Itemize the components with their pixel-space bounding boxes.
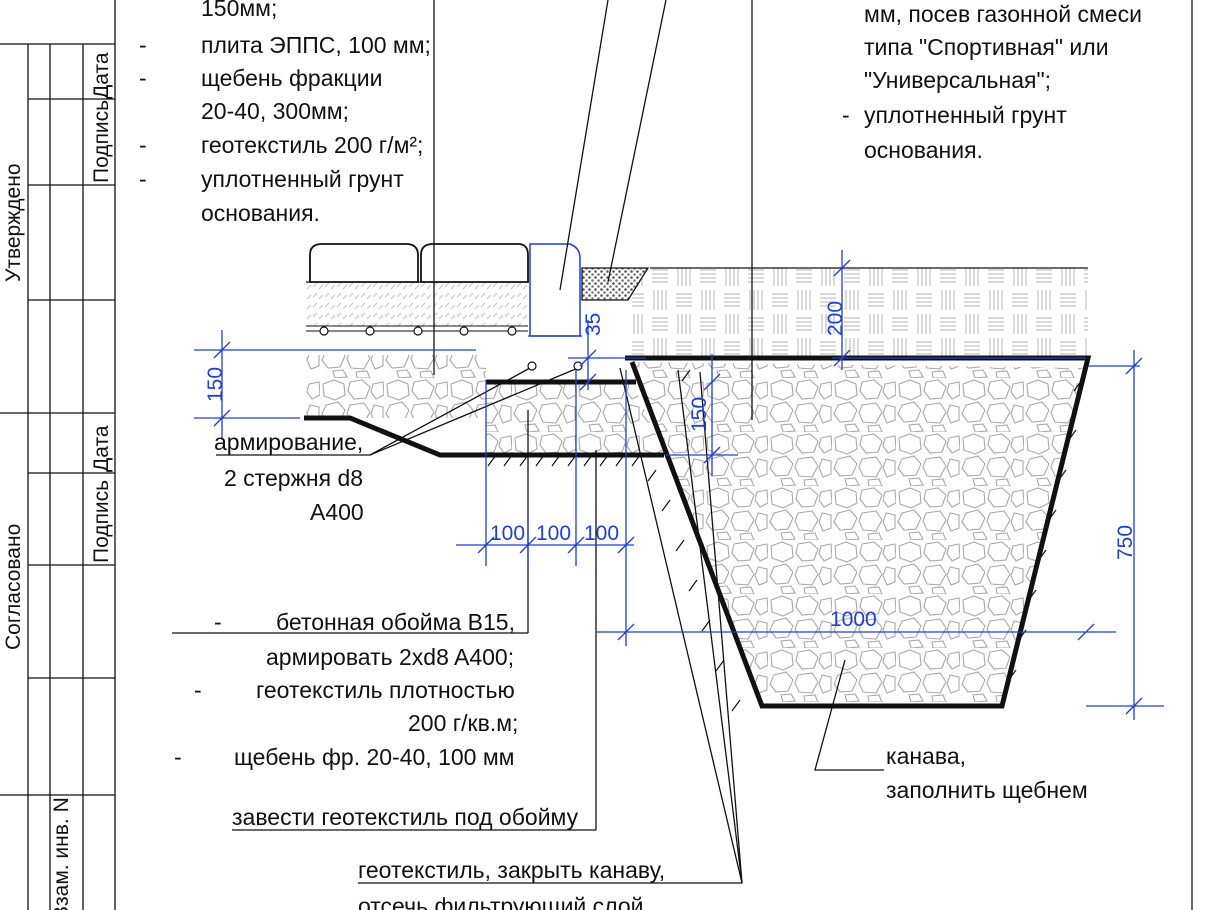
dim-100-c: 100 (584, 522, 619, 545)
frame-spec-line-4: 200 г/кв.м; (408, 710, 518, 736)
ditch-note: канава, заполнить щебнем (886, 743, 1088, 803)
date-label-1: Дата (90, 52, 113, 99)
paving-stones (309, 243, 529, 283)
reinforcement-line-3: A400 (310, 499, 364, 525)
left-spec-line-6: уплотненный грунт (201, 166, 404, 192)
right-spec-line-5: основания. (864, 137, 983, 163)
reinforcement-line-2: 2 стержня d8 (224, 465, 363, 491)
title-block (0, 0, 116, 910)
date-label-2: Дата (90, 425, 113, 472)
approved-label: Утверждено (2, 164, 25, 283)
signature-label-2: Подпись (90, 480, 113, 563)
left-spec-line-7: основания. (201, 200, 320, 226)
agreed-label: Согласовано (2, 524, 25, 650)
paving-sand-layer (306, 281, 528, 327)
frame-spec-line-2: армировать 2xd8 A400; (266, 644, 514, 670)
left-spec-line-5: геотекстиль 200 г/м²; (201, 132, 423, 158)
left-spec-line-1: 150мм; (201, 0, 277, 21)
dim-750: 750 (1114, 525, 1137, 560)
dim-1000: 1000 (830, 608, 877, 631)
insulation-board-rebar (306, 326, 528, 336)
dim-150-left: 150 (204, 367, 227, 402)
tile-layer (632, 267, 1088, 358)
right-spec-dash-4: - (842, 102, 850, 128)
left-spec-line-3: щебень фракции (201, 65, 382, 91)
leader-lines (172, 0, 884, 884)
reinforcement-line-1: армирование, (214, 429, 363, 455)
geotextile-ditch-note: геотекстиль, закрыть канаву, отсечь филь… (358, 857, 665, 910)
right-spec-line-3: "Универсальная"; (864, 67, 1051, 93)
frame-spec-dash-5: - (174, 744, 182, 770)
concrete-haunch (581, 267, 650, 301)
dim-100-a: 100 (490, 522, 525, 545)
ditch-line-1: канава, (886, 743, 966, 769)
signature-label-1: Подпись (90, 100, 113, 183)
dimension-lines (194, 250, 1164, 720)
right-spec-line-1: мм, посев газонной смеси (864, 1, 1142, 27)
frame-spec-line-1: бетонная обойма В15, (276, 609, 515, 635)
ground-hatch (487, 369, 1083, 712)
left-spec-dash-5: - (139, 132, 147, 158)
left-spec-note: 150мм; - плита ЭППС, 100 мм; - щебень фр… (139, 0, 431, 226)
frame-spec-line-3: геотекстиль плотностью (256, 677, 515, 703)
inventory-replaced-label: Взам. инв. N (50, 797, 73, 910)
geotextile-ditch-line-1: геотекстиль, закрыть канаву, (358, 857, 665, 883)
gravel-ditch (632, 362, 1088, 706)
left-spec-dash-6: - (139, 166, 147, 192)
geotextile-under-frame-note: завести геотекстиль под обойму (232, 804, 579, 830)
dim-200: 200 (824, 301, 847, 336)
left-spec-dash-3: - (139, 65, 147, 91)
curb-stone (529, 243, 581, 337)
left-spec-dash-2: - (139, 32, 147, 58)
left-spec-line-4: 20-40, 300мм; (201, 98, 349, 124)
left-spec-line-2: плита ЭППС, 100 мм; (201, 32, 431, 58)
dim-150-mid: 150 (688, 397, 711, 432)
dim-35: 35 (582, 313, 605, 336)
reinforcement-note: армирование, 2 стержня d8 A400 (214, 429, 364, 525)
right-spec-line-4: уплотненный грунт (864, 102, 1067, 128)
leader-dots (527, 361, 583, 371)
right-spec-note: мм, посев газонной смеси типа "Спортивна… (842, 1, 1142, 163)
frame-spec-line-5: щебень фр. 20-40, 100 мм (234, 744, 514, 770)
ditch-line-2: заполнить щебнем (886, 777, 1088, 803)
geotextile-ditch-line-2: отсечь фильтрующий слой (358, 893, 643, 910)
right-spec-line-2: типа "Спортивная" или (864, 34, 1109, 60)
frame-spec-note: - бетонная обойма В15, армировать 2xd8 A… (174, 609, 518, 770)
frame-spec-dash-1: - (214, 609, 222, 635)
frame-spec-dash-3: - (194, 677, 202, 703)
dim-100-b: 100 (536, 522, 571, 545)
